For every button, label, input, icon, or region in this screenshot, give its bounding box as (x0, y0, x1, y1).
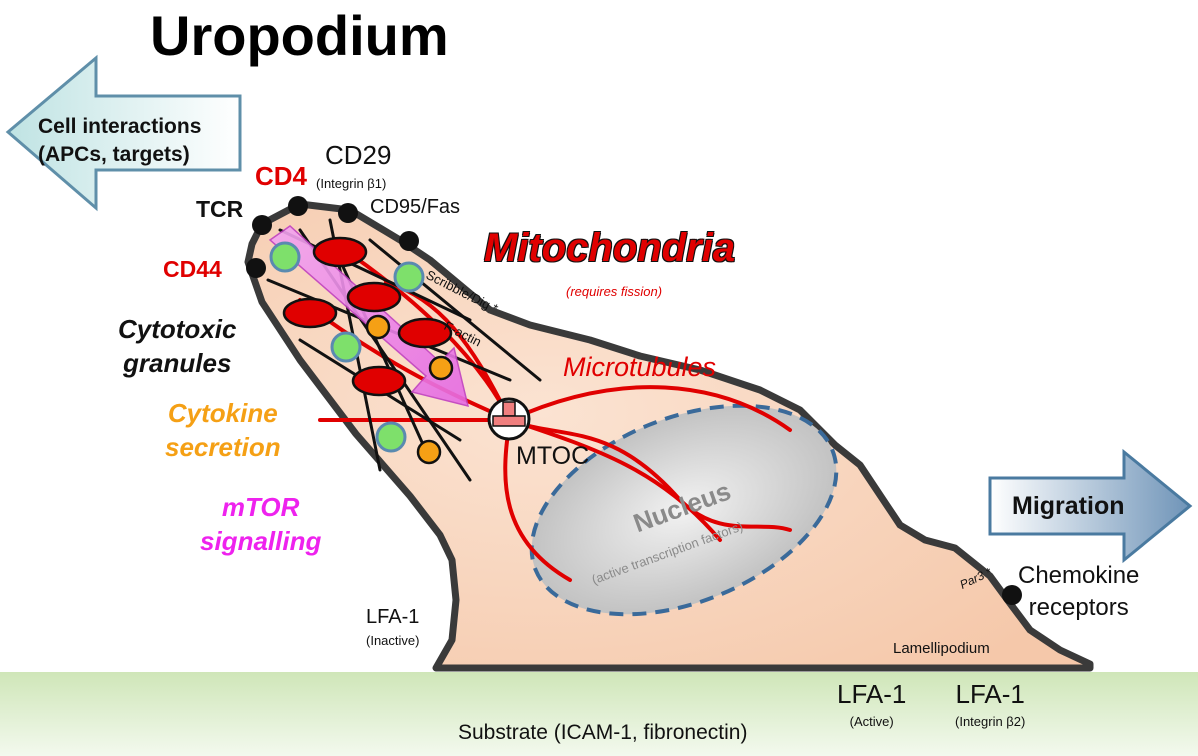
cd29-sub-label: (Integrin β1) (316, 176, 387, 191)
mtoc-label: MTOC (516, 442, 590, 470)
cytotoxic-line1: Cytotoxic (118, 314, 237, 344)
cell-interactions-arrow (5, 54, 242, 212)
lfa1-inactive-label: LFA-1 (Inactive) (366, 607, 419, 647)
cd29-label: CD29 (325, 140, 392, 170)
mitochondria-label: Mitochondria (484, 226, 736, 270)
mitochondria-sub-label: (requires fission) (566, 284, 663, 299)
lamellipodium-label: Lamellipodium (893, 640, 990, 657)
substrate-band (0, 672, 1198, 756)
migration-arrow (988, 448, 1193, 564)
substrate-label: Substrate (ICAM-1, fibronectin) (458, 721, 748, 744)
cytokine-line2: secretion (165, 432, 281, 463)
lfa1-beta2-label: LFA-1 (Integrin β2) (955, 681, 1025, 728)
mtor-signalling-label: mTOR signalling (200, 490, 321, 559)
cytokine-granules (365, 314, 454, 465)
microtubules-label: Microtubules (563, 352, 717, 382)
lfa1-beta2-sub: (Integrin β2) (955, 714, 1026, 729)
mitochondria (282, 236, 453, 397)
cytokine-secretion-label: Cytokine secretion (165, 396, 281, 465)
lfa1-active-sub: (Active) (849, 714, 894, 729)
lfa1-beta2-name: LFA-1 (955, 679, 1025, 709)
chemokine-line1: Chemokine (1018, 562, 1140, 589)
cytokine-line1: Cytokine (167, 398, 278, 428)
mtor-line1: mTOR (221, 492, 300, 522)
cd44-label: CD44 (163, 256, 222, 282)
lfa1-inactive-sub: (Inactive) (366, 633, 420, 648)
cd95-label: CD95/Fas (370, 196, 461, 218)
cytotoxic-granules (269, 241, 425, 453)
chemokine-receptors-label: Chemokine receptors (1018, 560, 1139, 625)
cd4-label: CD4 (255, 161, 308, 191)
cytotoxic-granules-label: Cytotoxic granules (118, 312, 236, 381)
cell-interactions-line1: Cell interactions (38, 115, 202, 138)
migration-label: Migration (1012, 492, 1125, 520)
mtor-line2: signalling (200, 526, 322, 557)
mtoc-icon (487, 397, 531, 441)
lfa1-active-name: LFA-1 (837, 679, 907, 709)
tcr-label: TCR (196, 196, 244, 222)
lfa1-inactive-name: LFA-1 (366, 606, 420, 628)
cytotoxic-line2: granules (123, 348, 232, 379)
lfa1-active-label: LFA-1 (Active) (837, 681, 906, 728)
cell-interactions-label: Cell interactions (APCs, targets) (38, 113, 202, 170)
cell-interactions-line2: (APCs, targets) (38, 143, 190, 167)
page-title: Uropodium (150, 4, 449, 67)
chemokine-line2: receptors (1028, 594, 1129, 622)
receptor-dots (246, 196, 1022, 605)
